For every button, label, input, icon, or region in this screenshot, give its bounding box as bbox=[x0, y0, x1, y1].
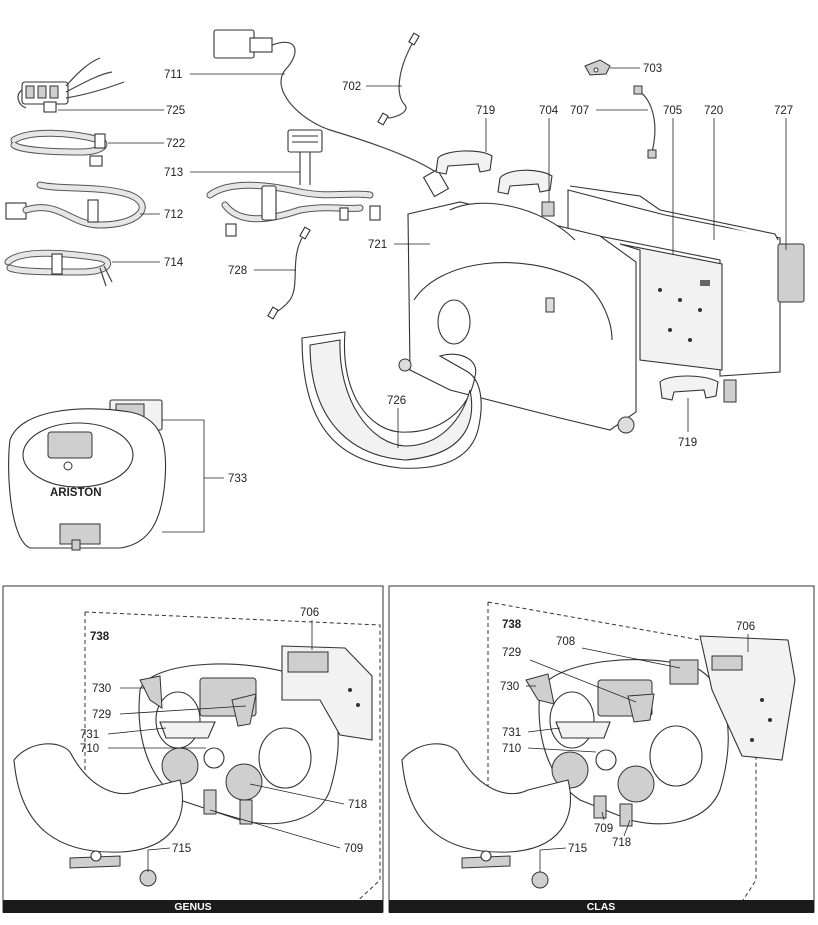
part-722-cable bbox=[10, 129, 108, 167]
genus-label-738: 738 bbox=[90, 631, 110, 643]
clas-label-715: 715 bbox=[568, 843, 587, 855]
part-703-clip bbox=[584, 59, 611, 76]
clas-panel bbox=[388, 585, 815, 913]
brand-text: ARISTON bbox=[50, 487, 102, 499]
part-713-harness bbox=[206, 129, 381, 237]
label-726: 726 bbox=[387, 395, 406, 407]
part-726-front-panel bbox=[301, 331, 482, 469]
label-702: 702 bbox=[342, 81, 361, 93]
part-720-control-box-cover bbox=[567, 185, 805, 377]
label-707: 707 bbox=[570, 105, 589, 117]
part-721-rear-housing bbox=[398, 201, 637, 434]
part-711-cable bbox=[213, 29, 450, 198]
part-719-hinge-top bbox=[435, 150, 493, 175]
clas-label-730: 730 bbox=[500, 681, 519, 693]
clas-caption-bar bbox=[389, 900, 814, 913]
label-728: 728 bbox=[228, 265, 247, 277]
clas-caption: CLAS bbox=[587, 901, 616, 913]
genus-label-729: 729 bbox=[92, 709, 111, 721]
clas-label-710: 710 bbox=[502, 743, 521, 755]
genus-caption-bar bbox=[3, 900, 383, 913]
label-733: 733 bbox=[228, 473, 247, 485]
part-719-hinge-bottom bbox=[659, 375, 737, 403]
genus-caption: GENUS bbox=[174, 901, 211, 913]
clas-label-709: 709 bbox=[594, 823, 613, 835]
part-707-clip bbox=[633, 85, 657, 159]
part-705-pcb bbox=[619, 243, 723, 371]
part-725-terminal-block bbox=[17, 57, 125, 113]
clas-label-706: 706 bbox=[736, 621, 755, 633]
label-727: 727 bbox=[774, 105, 793, 117]
label-713: 713 bbox=[164, 167, 183, 179]
genus-panel bbox=[2, 585, 384, 913]
clas-label-738: 738 bbox=[502, 619, 522, 631]
label-714: 714 bbox=[164, 257, 184, 269]
label-722: 722 bbox=[166, 138, 185, 150]
clas-label-731: 731 bbox=[502, 727, 521, 739]
part-702-sensor bbox=[377, 32, 420, 126]
part-714-cable bbox=[4, 249, 113, 287]
label-719-bottom: 719 bbox=[678, 437, 697, 449]
label-721: 721 bbox=[368, 239, 387, 251]
part-733-control-panel bbox=[8, 399, 167, 551]
part-728-sensor bbox=[267, 226, 311, 320]
genus-label-709: 709 bbox=[344, 843, 363, 855]
genus-label-731: 731 bbox=[80, 729, 99, 741]
genus-label-718: 718 bbox=[348, 799, 367, 811]
label-712: 712 bbox=[164, 209, 183, 221]
clas-label-708: 708 bbox=[556, 636, 575, 648]
clas-label-718: 718 bbox=[612, 837, 631, 849]
label-719-top: 719 bbox=[476, 105, 495, 117]
label-703: 703 bbox=[643, 63, 662, 75]
label-725: 725 bbox=[166, 105, 185, 117]
clas-label-729: 729 bbox=[502, 647, 521, 659]
label-711: 711 bbox=[164, 69, 182, 81]
genus-label-730: 730 bbox=[92, 683, 111, 695]
label-704: 704 bbox=[539, 105, 559, 117]
genus-label-710: 710 bbox=[80, 743, 99, 755]
genus-label-706: 706 bbox=[300, 607, 319, 619]
label-705: 705 bbox=[663, 105, 682, 117]
genus-label-715: 715 bbox=[172, 843, 191, 855]
label-720: 720 bbox=[704, 105, 723, 117]
part-712-cable bbox=[5, 181, 146, 229]
